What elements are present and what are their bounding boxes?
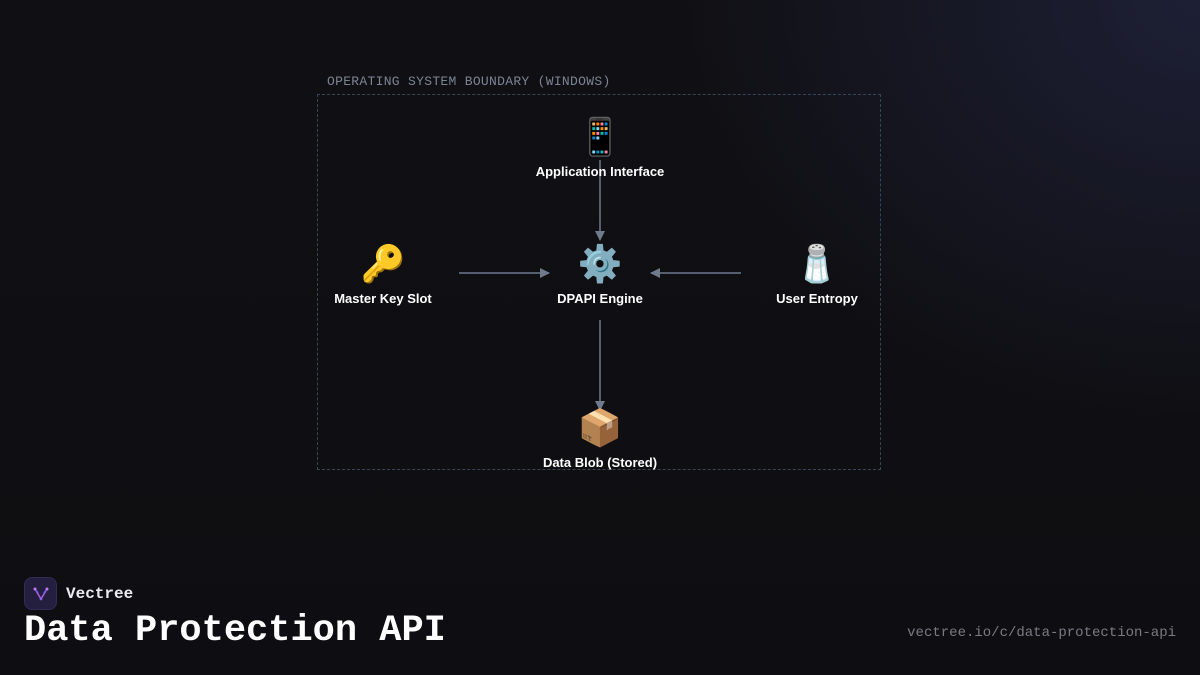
boundary-label: OPERATING SYSTEM BOUNDARY (WINDOWS): [327, 74, 611, 89]
page-title: Data Protection API: [24, 610, 446, 652]
node-label: User Entropy: [776, 291, 858, 306]
salt-shaker-icon: 🧂: [794, 244, 840, 285]
os-boundary-box: [317, 94, 881, 470]
page-url[interactable]: vectree.io/c/data-protection-api: [907, 625, 1176, 641]
node-label: Application Interface: [535, 164, 665, 179]
brand[interactable]: Vectree: [24, 577, 133, 610]
node-master-key-slot: 🔑 Master Key Slot: [303, 243, 463, 306]
node-dpapi-engine: ⚙️ DPAPI Engine: [520, 243, 680, 306]
node-label: DPAPI Engine: [557, 291, 643, 306]
vectree-logo-icon: [24, 577, 57, 610]
node-user-entropy: 🧂 User Entropy: [737, 243, 897, 306]
mobile-phone-icon: 📱: [577, 117, 623, 158]
brand-name: Vectree: [66, 584, 134, 603]
node-data-blob: 📦 Data Blob (Stored): [520, 407, 680, 470]
gear-icon: ⚙️: [577, 244, 623, 285]
node-application-interface: 📱 Application Interface: [520, 116, 680, 179]
package-icon: 📦: [577, 408, 623, 449]
node-label: Data Blob (Stored): [542, 455, 658, 470]
node-label: Master Key Slot: [334, 291, 432, 306]
key-icon: 🔑: [360, 244, 406, 285]
